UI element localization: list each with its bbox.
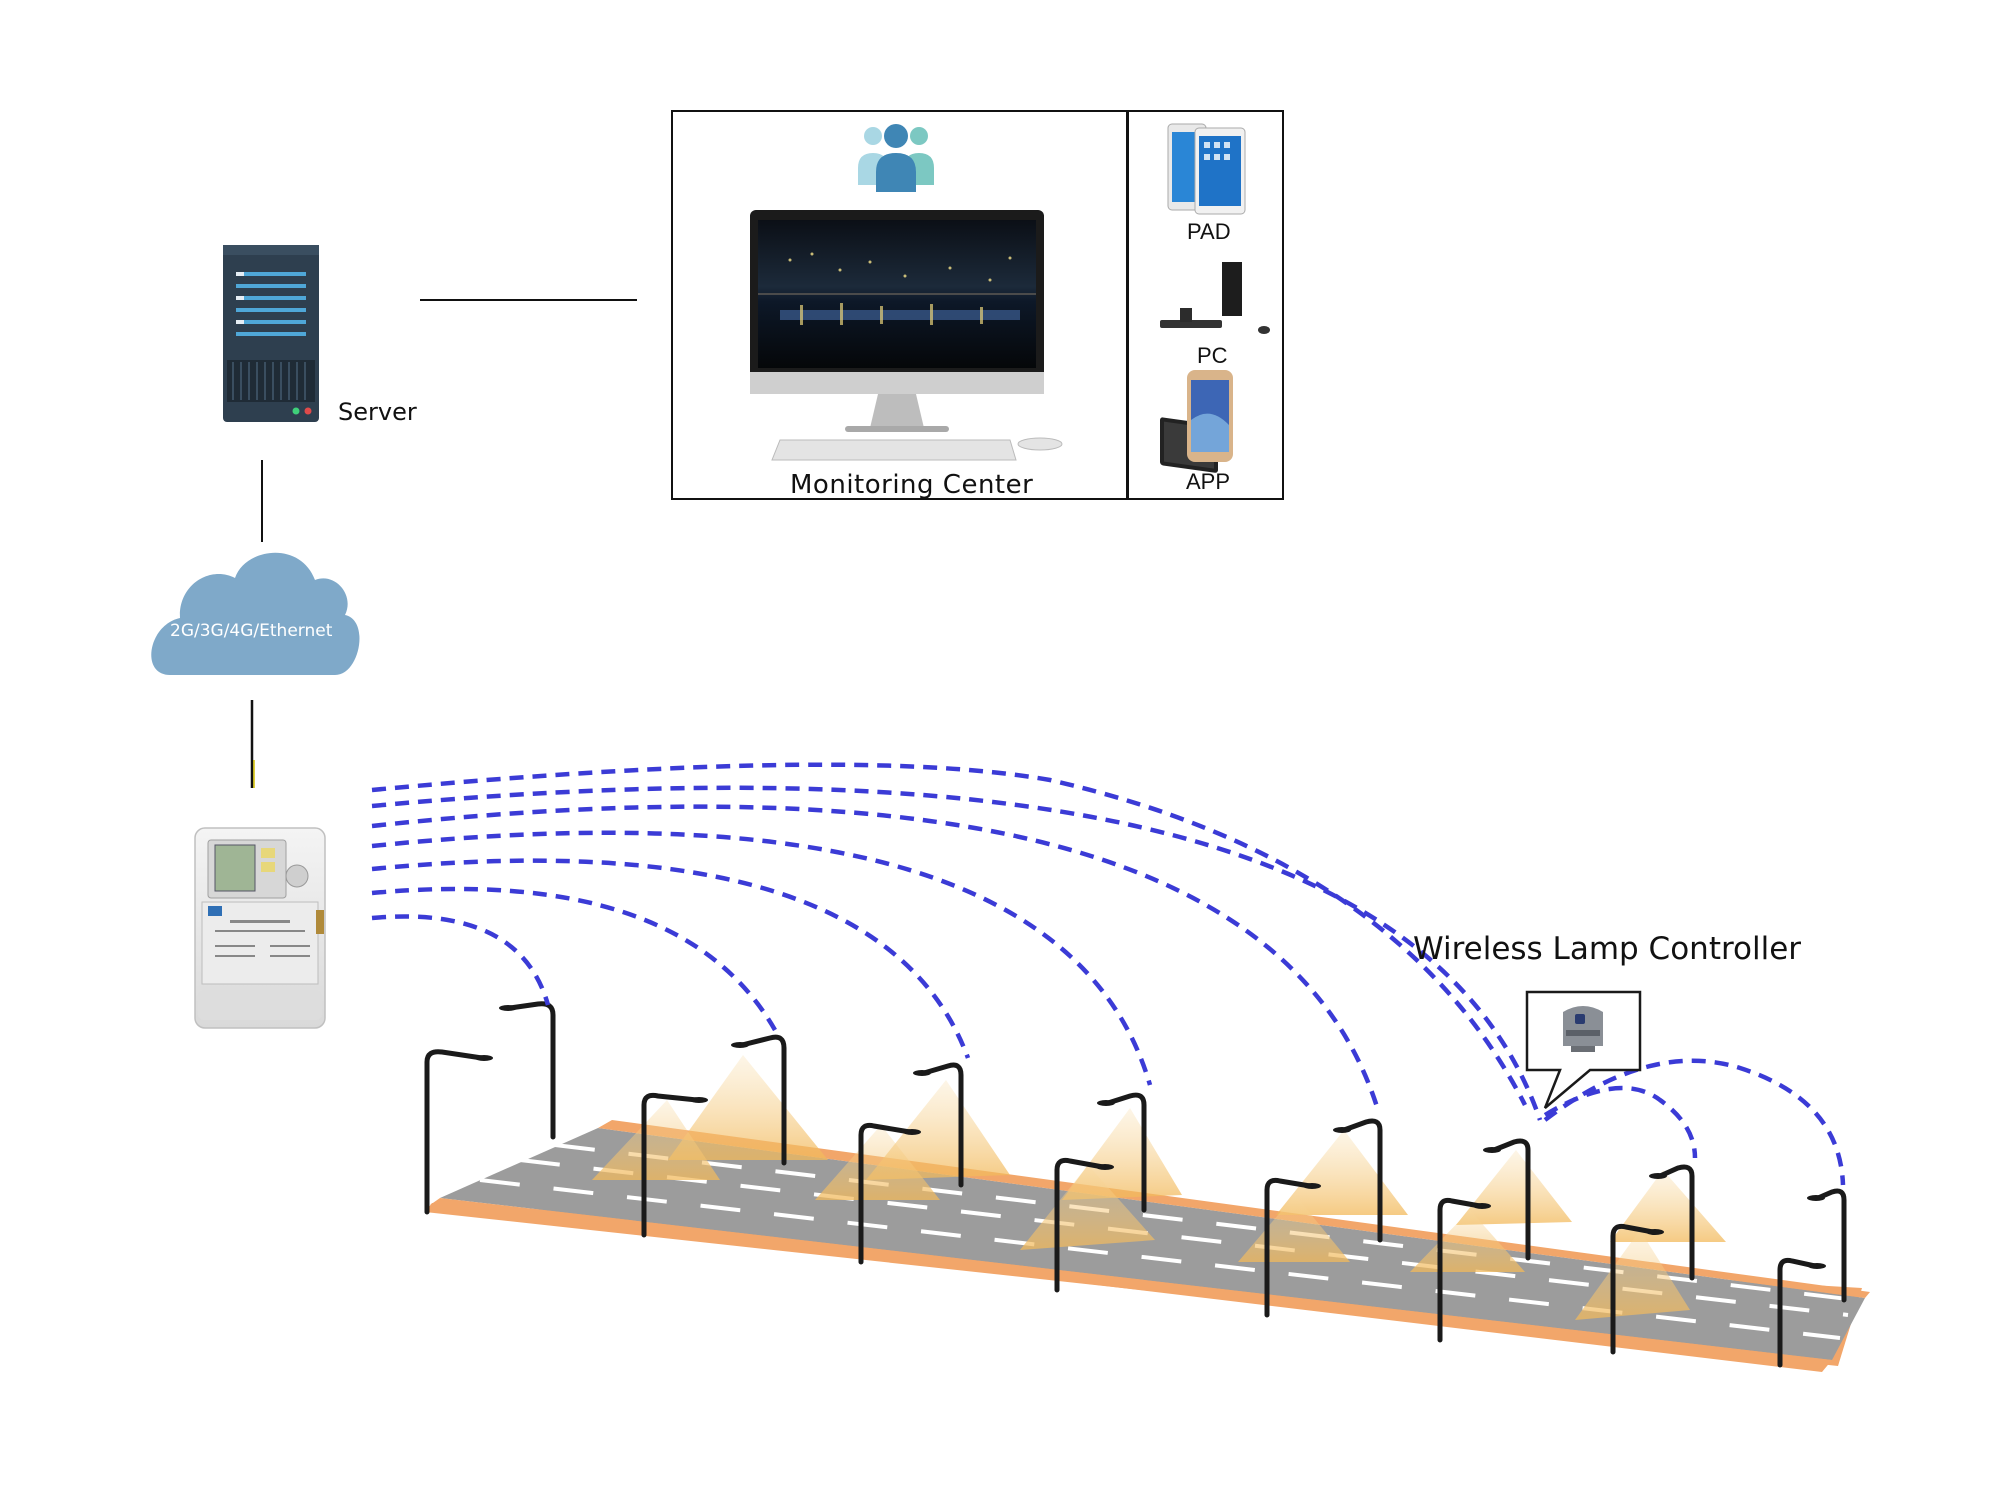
- devices-frame: [1127, 110, 1284, 500]
- tablet-icon: [1167, 123, 1246, 215]
- network-label: 2G/3G/4G/Ethernet: [170, 621, 333, 641]
- app-label: APP: [1186, 469, 1231, 494]
- people-icon: [858, 124, 934, 192]
- concentrator-icon: [194, 827, 326, 1029]
- smartphone-icon: [1187, 370, 1233, 462]
- wireless-links: [371, 762, 1846, 1186]
- server-icon: [223, 245, 319, 422]
- wireless-lamp-controller-label: Wireless Lamp Controller: [1413, 931, 1802, 967]
- pc-label: PC: [1197, 343, 1228, 368]
- cloud-icon: [151, 552, 360, 675]
- lamp-controller-icon: [1563, 1006, 1603, 1052]
- server-label: Server: [338, 398, 417, 426]
- pad-label: PAD: [1187, 219, 1231, 244]
- monitor-icon: [750, 210, 1063, 461]
- lamp-poles: [424, 1001, 1847, 1368]
- lamp-heads: [475, 1005, 1826, 1269]
- monitoring-center-label: Monitoring Center: [790, 470, 1034, 500]
- controller-callout: [1525, 990, 1642, 1109]
